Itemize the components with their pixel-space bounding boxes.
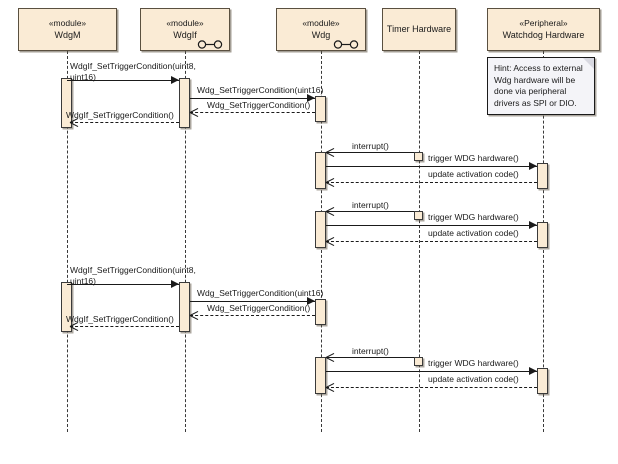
message-arrowhead-m17 [326, 383, 335, 392]
note-fold-corner-icon [583, 58, 594, 69]
message-label-m1: WdgIf_SetTriggerCondition(uint8, uint16) [70, 61, 196, 82]
message-label-m10: update activation code() [428, 228, 519, 238]
message-label-m9: trigger WDG hardware() [428, 212, 519, 222]
participant-stereotype: «module» [48, 18, 87, 28]
message-arrowhead-m7 [326, 178, 335, 187]
activation-bar-wdghw[interactable] [537, 163, 548, 189]
message-label-m16: trigger WDG hardware() [428, 358, 519, 368]
activation-bar-wdgif[interactable] [179, 78, 190, 128]
participant-timer[interactable]: Timer Hardware [382, 8, 456, 51]
message-arrowhead-m6 [529, 162, 537, 170]
participant-wdghw[interactable]: «Peripheral» Watchdog Hardware [487, 8, 600, 51]
message-line-m3 [190, 112, 315, 113]
message-arrowhead-m3 [190, 108, 199, 117]
message-arrowhead-m9 [529, 221, 537, 229]
message-line-m7 [326, 182, 537, 183]
participant-wdg[interactable]: «module» Wdg [276, 8, 366, 51]
activation-bar-timer[interactable] [414, 357, 423, 366]
participant-stereotype: «Peripheral» [519, 18, 568, 28]
message-arrowhead-m16 [529, 367, 537, 375]
provided-interface-icon [197, 36, 223, 49]
participant-name: WdgIf [173, 30, 197, 40]
message-label-m2: Wdg_SetTriggerCondition(uint16) [197, 85, 324, 95]
message-line-m12 [190, 301, 315, 302]
message-line-m16 [326, 371, 537, 372]
activation-bar-wdg[interactable] [315, 299, 326, 325]
message-line-m9 [326, 225, 537, 226]
message-line-m8 [326, 211, 414, 212]
message-arrowhead-m15 [326, 353, 335, 362]
message-arrowhead-m12 [307, 297, 315, 305]
participant-name: Timer Hardware [386, 24, 452, 34]
message-label-m13: Wdg_SetTriggerCondition() [207, 303, 311, 313]
activation-bar-wdg[interactable] [315, 152, 326, 189]
participant-name: Watchdog Hardware [502, 30, 585, 40]
message-arrowhead-m13 [190, 311, 199, 320]
activation-bar-timer[interactable] [414, 211, 423, 220]
activation-bar-wdg[interactable] [315, 211, 326, 248]
message-line-m2 [190, 98, 315, 99]
message-label-m14: WdgIf_SetTriggerCondition() [66, 314, 174, 324]
message-label-m6: trigger WDG hardware() [428, 153, 519, 163]
activation-bar-timer[interactable] [414, 152, 423, 161]
message-label-m15: interrupt() [352, 346, 389, 356]
message-line-m14 [70, 326, 179, 327]
message-line-m1 [67, 80, 179, 81]
message-label-m5: interrupt() [352, 141, 389, 151]
message-line-m6 [326, 166, 537, 167]
participant-stereotype: «module» [166, 18, 204, 28]
message-arrowhead-m8 [326, 207, 335, 216]
participant-name: Wdg [311, 30, 331, 40]
lifeline-wdgm [67, 51, 68, 432]
provided-interface-icon [333, 36, 359, 49]
activation-bar-wdgif[interactable] [179, 282, 190, 332]
message-label-m12: Wdg_SetTriggerCondition(uint16) [197, 288, 324, 298]
activation-bar-wdgm[interactable] [61, 282, 72, 332]
participant-stereotype: «module» [302, 18, 340, 28]
message-line-m4 [70, 122, 179, 123]
message-label-m8: interrupt() [352, 200, 389, 210]
message-line-m5 [326, 152, 414, 153]
message-label-m3: Wdg_SetTriggerCondition() [207, 100, 311, 110]
activation-bar-wdghw[interactable] [537, 368, 548, 394]
message-label-m11: WdgIf_SetTriggerCondition(uint8, uint16) [70, 265, 196, 286]
message-arrowhead-m10 [326, 237, 335, 246]
participant-wdgif[interactable]: «module» WdgIf [140, 8, 230, 51]
lifeline-wdgif [185, 51, 186, 432]
message-arrowhead-m5 [326, 148, 335, 157]
hint-note: Hint: Access to external Wdg hardware wi… [487, 57, 595, 115]
activation-bar-wdghw[interactable] [537, 222, 548, 248]
participant-name: WdgM [54, 30, 81, 40]
message-arrowhead-m1 [171, 76, 179, 84]
message-arrowhead-m11 [171, 280, 179, 288]
message-label-m4: WdgIf_SetTriggerCondition() [66, 110, 174, 120]
message-line-m11 [67, 284, 179, 285]
participant-wdgm[interactable]: «module» WdgM [18, 8, 117, 51]
message-line-m13 [190, 315, 315, 316]
message-label-m17: update activation code() [428, 374, 519, 384]
message-label-m7: update activation code() [428, 169, 519, 179]
activation-bar-wdg[interactable] [315, 357, 326, 394]
message-arrowhead-m2 [307, 94, 315, 102]
message-line-m17 [326, 387, 537, 388]
message-line-m15 [326, 357, 414, 358]
activation-bar-wdgm[interactable] [61, 78, 72, 128]
message-line-m10 [326, 241, 537, 242]
activation-bar-wdg[interactable] [315, 96, 326, 122]
